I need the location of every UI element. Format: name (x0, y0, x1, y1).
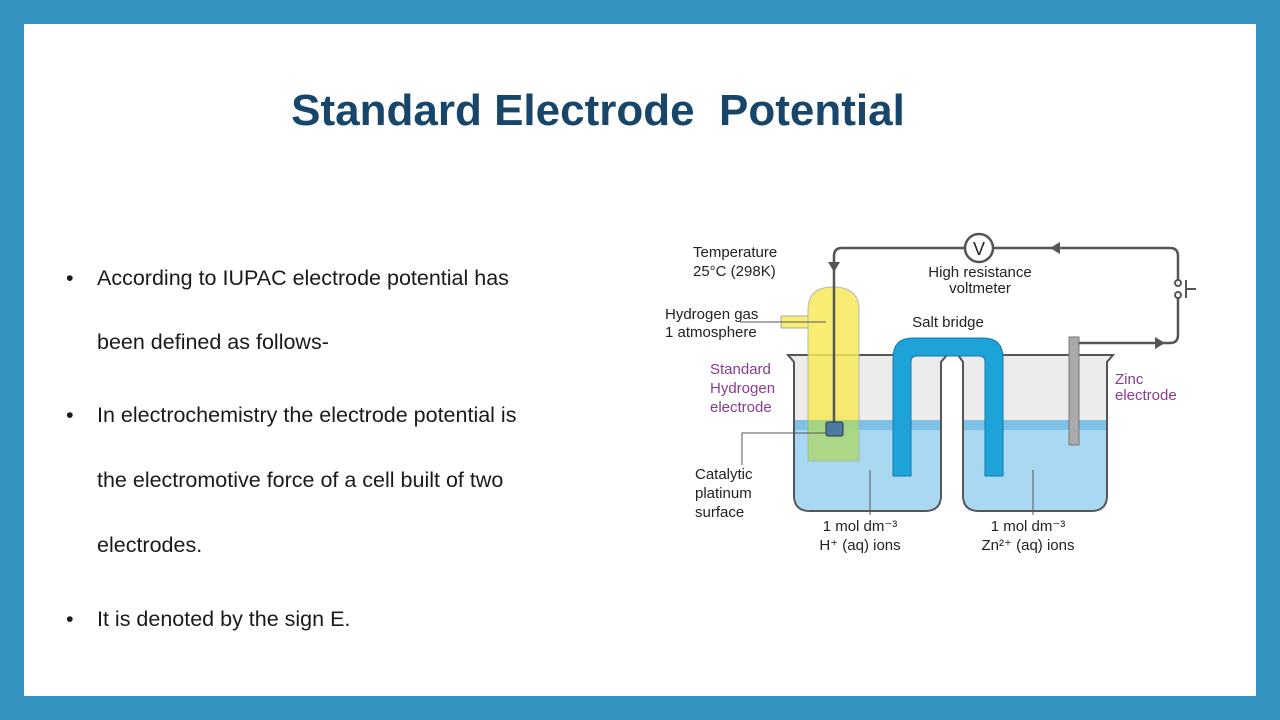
platinum-label: Catalytic (695, 466, 753, 483)
hydrogen-pressure-label: 1 atmosphere (665, 324, 757, 341)
right-solution-ions: Zn²⁺ (aq) ions (982, 537, 1075, 554)
voltmeter-label: High resistance (928, 264, 1031, 281)
circuit-wire (832, 246, 1180, 432)
bullet-text: It is denoted by the sign E. (97, 607, 351, 631)
bullet-text: been defined as follows- (97, 330, 329, 354)
hydrogen-tube (780, 286, 860, 462)
bullet-text: According to IUPAC electrode potential h… (97, 266, 509, 290)
she-label-2: Hydrogen (710, 380, 775, 397)
bullet-text: electrodes. (97, 533, 203, 557)
voltmeter-icon: V (963, 232, 995, 264)
arrows (828, 242, 1165, 349)
salt-bridge-label: Salt bridge (912, 314, 984, 331)
zinc-label: Zinc (1115, 371, 1144, 388)
she-label: Standard (710, 361, 771, 378)
left-solution-conc: 1 mol dm⁻³ (823, 518, 898, 535)
leader-lines (740, 321, 1034, 515)
zinc-electrode (1068, 336, 1080, 446)
bullet-text: the electromotive force of a cell built … (97, 468, 504, 492)
right-beaker (956, 354, 1116, 512)
voltmeter-symbol: V (973, 239, 985, 259)
she-label-3: electrode (710, 399, 772, 416)
bullet-dot: • (66, 607, 74, 631)
slide-title: Standard Electrode Potential (291, 86, 905, 135)
bullet-dot: • (66, 266, 74, 290)
bullet-dot: • (66, 403, 74, 427)
bullet-text: In electrochemistry the electrode potent… (97, 403, 517, 427)
platinum-label-2: platinum (695, 485, 752, 502)
voltmeter-label-2: voltmeter (949, 280, 1011, 297)
salt-bridge (892, 337, 1004, 477)
platinum-label-3: surface (695, 504, 744, 521)
temperature-label: Temperature (693, 244, 777, 261)
left-solution-ions: H⁺ (aq) ions (819, 537, 900, 554)
platinum-electrode (825, 421, 844, 437)
hydrogen-gas-label: Hydrogen gas (665, 306, 758, 323)
right-solution-conc: 1 mol dm⁻³ (991, 518, 1066, 535)
temperature-value: 25°C (298K) (693, 263, 776, 280)
switch-icon (1174, 279, 1196, 299)
zinc-label-2: electrode (1115, 387, 1177, 404)
